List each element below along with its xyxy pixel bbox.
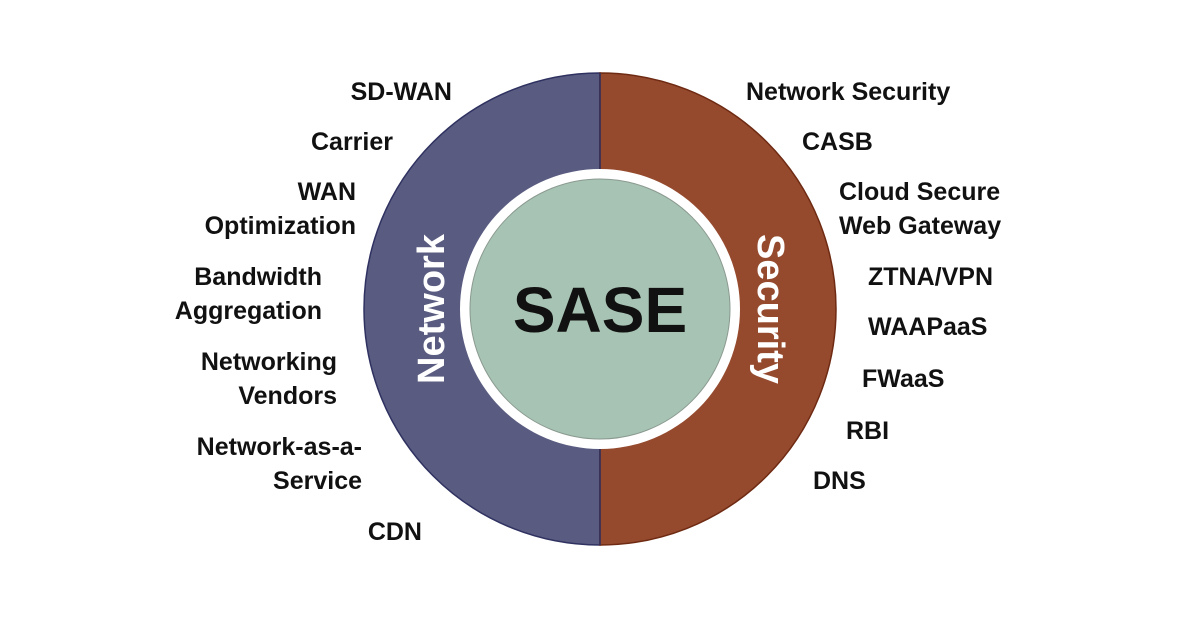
security-component-label: Network Security	[746, 75, 950, 109]
label-line: CDN	[367, 518, 422, 546]
network-component-label: Network-as-a- Service	[197, 430, 362, 498]
label-line: Carrier	[311, 128, 393, 156]
label-line: DNS	[813, 467, 866, 495]
network-component-label: Carrier	[311, 125, 393, 159]
security-segment-label: Security	[749, 234, 791, 384]
network-component-label: WAN Optimization	[205, 175, 356, 243]
label-line: Service	[273, 467, 362, 495]
label-line: Optimization	[204, 212, 356, 240]
label-line: Cloud Secure	[839, 178, 1001, 206]
network-segment-label: Network	[411, 233, 453, 384]
label-line: ZTNA/VPN	[868, 263, 993, 291]
security-component-label: RBI	[846, 414, 889, 448]
security-component-label: FWaaS	[862, 362, 944, 396]
label-line: FWaaS	[862, 365, 945, 393]
security-component-label: ZTNA/VPN	[868, 260, 993, 294]
label-line: WAAPaaS	[868, 313, 988, 341]
security-component-label: CASB	[802, 125, 873, 159]
security-component-label: DNS	[813, 464, 866, 498]
label-line: Network-as-a-	[196, 433, 362, 461]
network-component-label: SD-WAN	[351, 75, 452, 109]
sase-label: SASE	[513, 274, 687, 346]
security-component-label: WAAPaaS	[868, 310, 987, 344]
sase-core-circle	[469, 178, 731, 440]
label-line: Web Gateway	[839, 212, 1002, 240]
label-line: WAN	[297, 178, 356, 206]
label-line: Network Security	[746, 78, 951, 106]
label-line: SD-WAN	[350, 78, 452, 106]
label-line: Bandwidth	[194, 263, 322, 291]
label-line: CASB	[802, 128, 873, 156]
label-line: RBI	[846, 417, 890, 445]
label-line: Aggregation	[174, 297, 322, 325]
label-line: Vendors	[238, 382, 337, 410]
label-line: Networking	[200, 348, 337, 376]
network-component-label: CDN	[368, 515, 422, 549]
